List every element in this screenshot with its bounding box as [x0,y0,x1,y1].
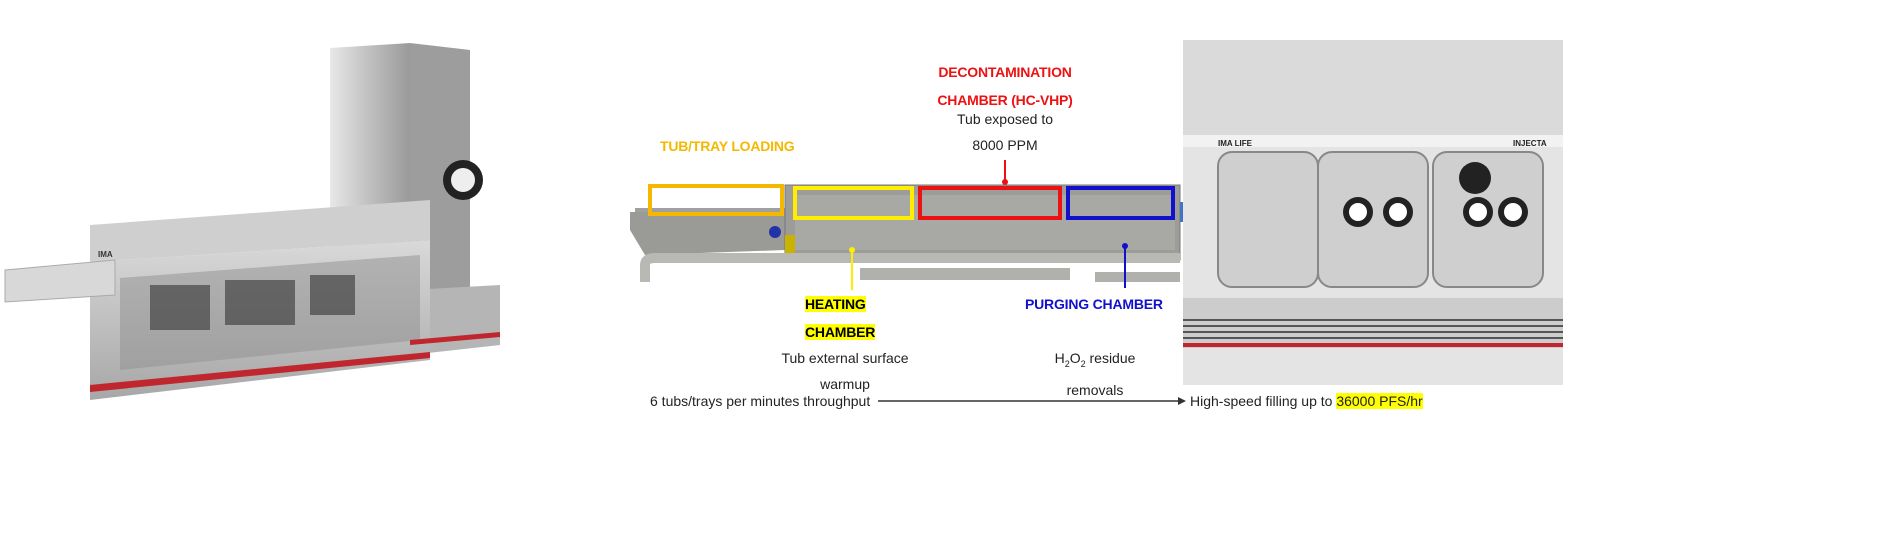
tub-processing-line-diagram [630,160,1205,290]
left-machine-brand: IMA [98,250,113,259]
throughput-text: 6 tubs/trays per minutes throughput [650,393,871,409]
purging-desc-line-2: removals [1066,381,1124,398]
decon-desc-line-2: 8000 PPM [972,137,1038,153]
heating-highlight-box [793,186,914,220]
heating-chamber-label: HEATING CHAMBER [805,290,875,346]
sub-2b: 2 [1080,358,1086,369]
right-machine-model: INJECTA [1513,139,1547,148]
decon-line-2: CHAMBER (HC-VHP) [937,92,1073,108]
heating-description: Tub external surface warmup [760,345,930,397]
left-machine-image: IMA [4,43,500,400]
right-machine-brand: IMA LIFE [1218,139,1253,148]
h-symbol: H [1054,350,1065,366]
heating-desc-line-2: warmup [820,376,870,392]
heating-line-1: HEATING [805,296,866,312]
purging-chamber-label: PURGING CHAMBER [1025,296,1163,312]
filling-prefix: High-speed filling up to [1190,393,1337,409]
heating-desc-line-1: Tub external surface [781,350,909,366]
heating-line-2: CHAMBER [805,324,876,340]
decontamination-chamber-label: DECONTAMINATION CHAMBER (HC-VHP) [910,58,1100,114]
decon-desc-line-1: Tub exposed to [957,111,1053,127]
purging-highlight-box [1066,186,1175,220]
decon-highlight-box [918,186,1062,220]
tub-tray-loading-label: TUB/TRAY LOADING [660,138,795,154]
decon-line-1: DECONTAMINATION [938,64,1072,80]
residue-text: residue [1085,350,1136,366]
throughput-arrow-icon [878,397,1186,405]
purging-description: H2O2 residue removals [1040,345,1150,403]
loading-highlight-box [648,184,784,216]
filling-highlight: 36000 PFS/hr [1336,393,1423,409]
decontamination-description: Tub exposed to 8000 PPM [910,106,1100,158]
o-symbol: O [1069,350,1081,366]
filling-speed-text: High-speed filling up to 36000 PFS/hr [1190,388,1423,414]
sub-2a: 2 [1064,358,1070,369]
right-machine-image: IMA LIFE INJECTA [1183,40,1563,385]
